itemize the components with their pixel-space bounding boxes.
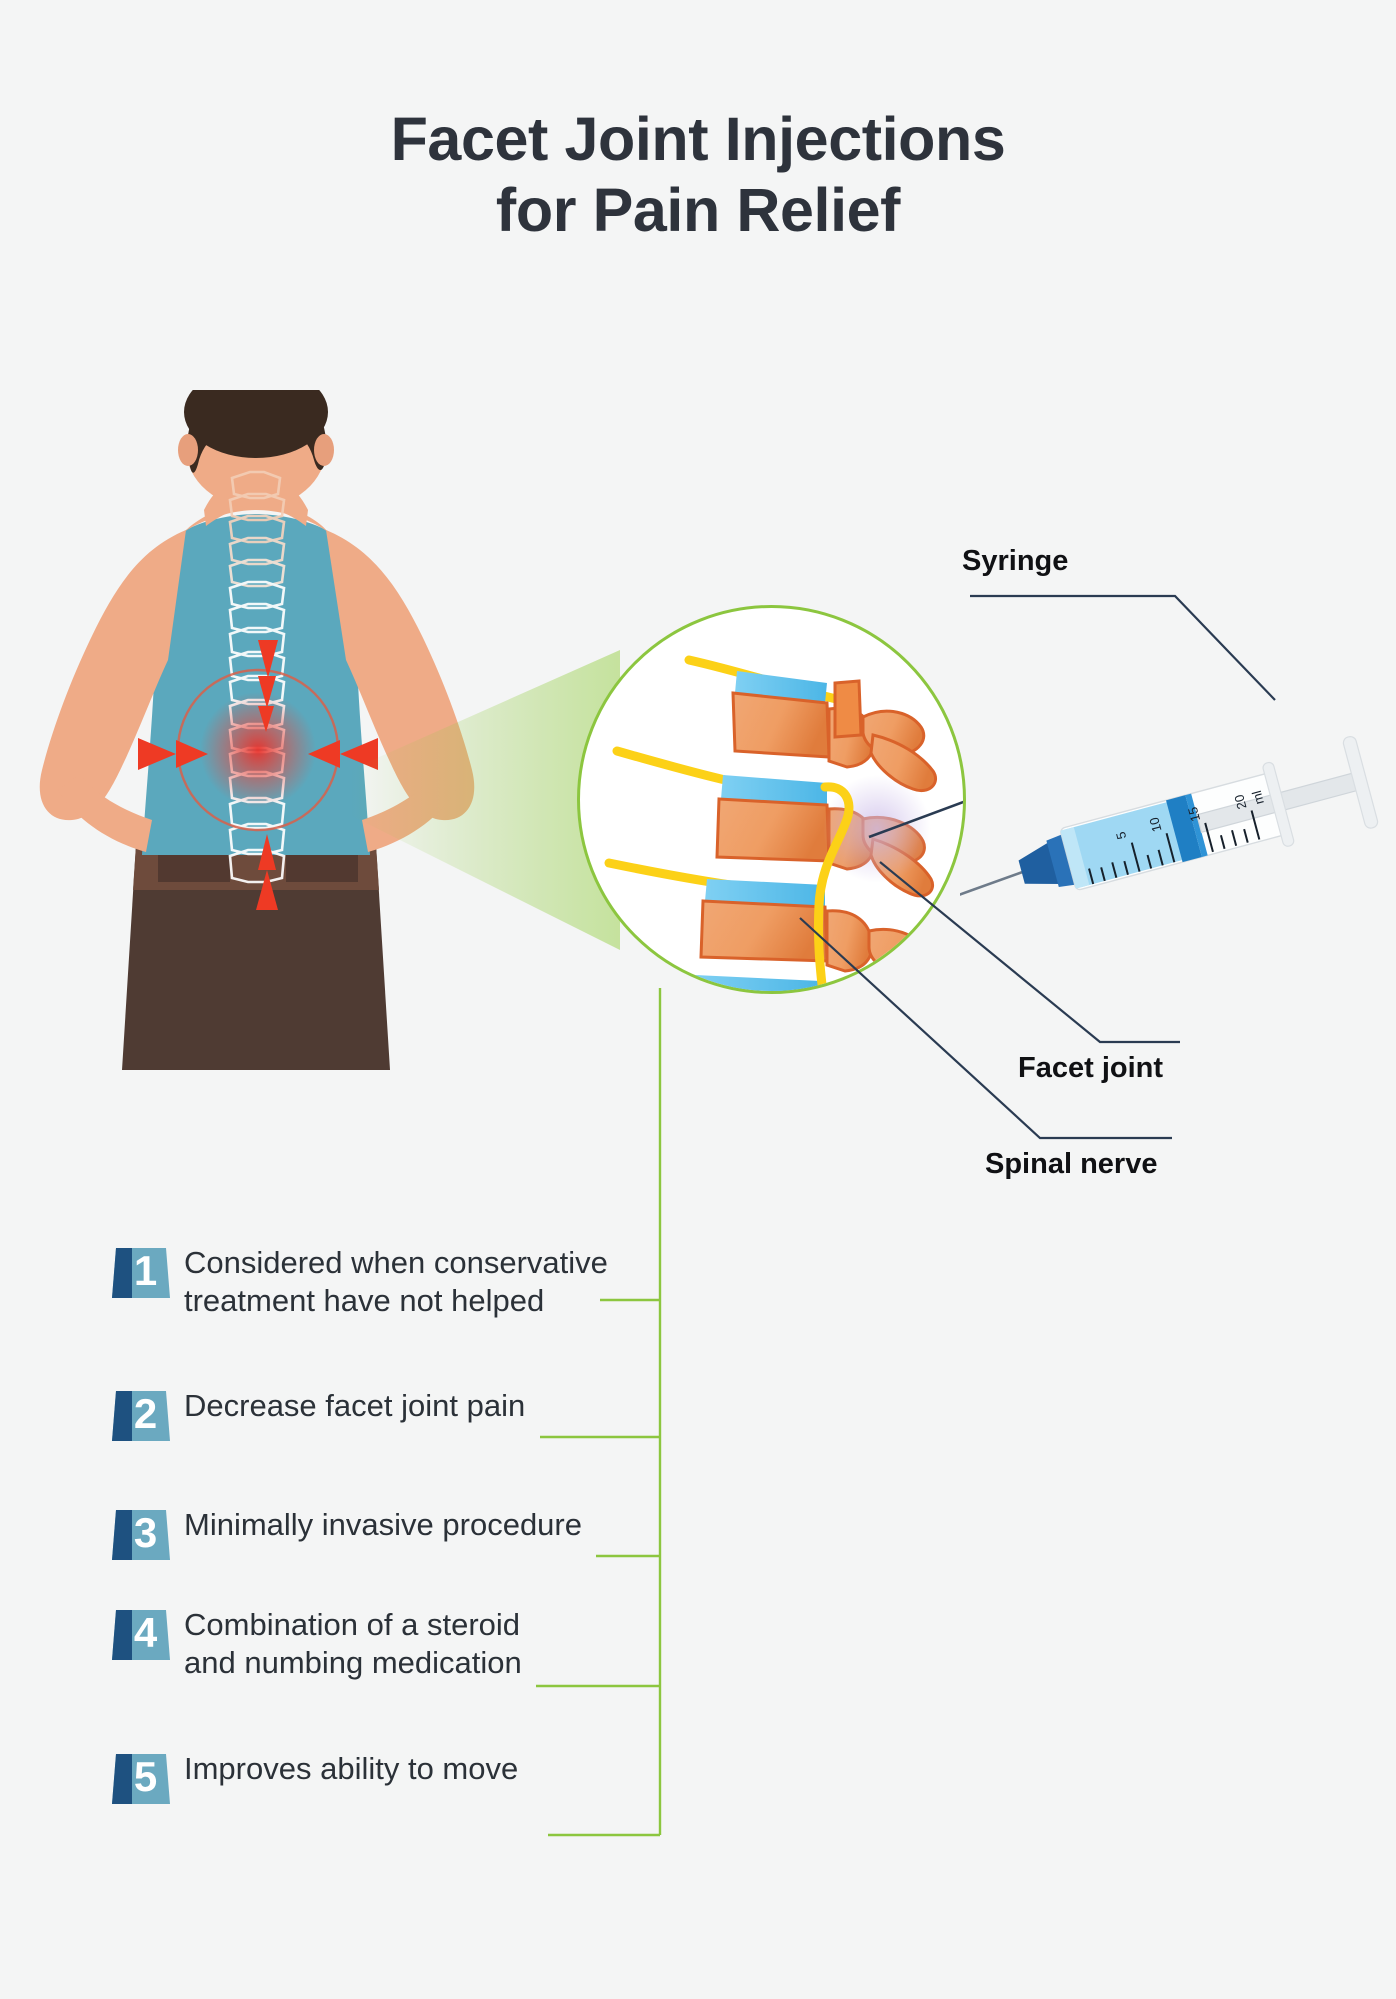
benefit-number-1: 1 xyxy=(133,1247,158,1294)
pain-arrow-top xyxy=(258,640,278,678)
syringe-mark: 5 xyxy=(1113,830,1129,841)
benefit-number-2: 2 xyxy=(133,1390,158,1437)
benefit-badge-5: 5 xyxy=(110,1746,172,1808)
list-item: 2 Decrease facet joint pain xyxy=(110,1383,525,1445)
thumb-rest xyxy=(1342,736,1379,829)
syringe-unit: ml xyxy=(1249,789,1267,806)
title-line-2: for Pain Relief xyxy=(495,176,901,245)
pain-arrow-left xyxy=(138,738,176,770)
disc xyxy=(721,775,827,805)
right-ear xyxy=(314,434,334,466)
benefit-text-1: Considered when conservative treatment h… xyxy=(184,1240,608,1320)
leader-syringe xyxy=(970,594,1276,701)
page-title: Facet Joint Injections for Pain Relief xyxy=(0,104,1396,247)
benefit-text-3: Minimally invasive procedure xyxy=(184,1502,582,1544)
needle xyxy=(960,870,1025,906)
syringe-mark: 10 xyxy=(1146,816,1164,834)
needle-shaft xyxy=(868,800,963,839)
magnifier-cone xyxy=(350,650,620,950)
syringe-mark: 20 xyxy=(1231,793,1249,811)
title-line-1: Facet Joint Injections xyxy=(390,105,1006,173)
benefit-text-4-line1: Combination of a steroid xyxy=(184,1607,521,1642)
benefit-badge-1: 1 xyxy=(110,1240,172,1302)
tank-top xyxy=(142,514,370,855)
spinous-process xyxy=(869,733,937,792)
benefit-text-3-line1: Minimally invasive procedure xyxy=(184,1507,582,1542)
left-arm xyxy=(39,530,187,821)
syringe-illustration: 5 10 15 20 ml xyxy=(960,736,1379,906)
plunger-seal xyxy=(1166,795,1202,863)
benefit-badge-4: 4 xyxy=(110,1602,172,1664)
benefit-text-1-line2: treatment have not helped xyxy=(184,1282,545,1318)
benefit-number-3: 3 xyxy=(133,1509,158,1556)
benefit-text-2: Decrease facet joint pain xyxy=(184,1383,525,1425)
magnified-spine-view xyxy=(577,605,966,994)
list-item: 5 Improves ability to move xyxy=(110,1746,518,1808)
benefit-text-5-line1: Improves ability to move xyxy=(184,1751,519,1786)
syringe-mark: 15 xyxy=(1185,805,1203,823)
callout-label-spinal-nerve: Spinal nerve xyxy=(985,1148,1158,1180)
vertebra-body xyxy=(731,691,831,759)
disc xyxy=(705,879,825,907)
benefit-number-4: 4 xyxy=(133,1609,158,1656)
jeans xyxy=(122,845,390,1070)
benefit-text-2-line1: Decrease facet joint pain xyxy=(184,1388,526,1423)
benefit-text-4-line2: and numbing medication xyxy=(184,1644,522,1680)
vertebra-body xyxy=(699,899,829,963)
disc xyxy=(693,975,821,991)
left-ear xyxy=(178,434,198,466)
benefit-text-4: Combination of a steroid and numbing med… xyxy=(184,1602,522,1682)
pain-indicator xyxy=(138,640,378,910)
vertebra-body xyxy=(715,797,831,863)
finger-flange xyxy=(1262,761,1295,847)
list-item: 4 Combination of a steroid and numbing m… xyxy=(110,1602,522,1682)
benefit-badge-3: 3 xyxy=(110,1502,172,1564)
benefit-badge-2: 2 xyxy=(110,1383,172,1445)
callout-label-syringe: Syringe xyxy=(962,545,1069,577)
benefit-number-5: 5 xyxy=(133,1753,158,1800)
benefit-text-5: Improves ability to move xyxy=(184,1746,518,1788)
benefit-text-1-line1: Considered when conservative xyxy=(184,1245,608,1280)
list-item: 1 Considered when conservative treatment… xyxy=(110,1240,608,1320)
pain-arrow-bottom xyxy=(258,834,276,870)
callout-label-facet-joint: Facet joint xyxy=(1018,1052,1164,1084)
list-item: 3 Minimally invasive procedure xyxy=(110,1502,582,1564)
